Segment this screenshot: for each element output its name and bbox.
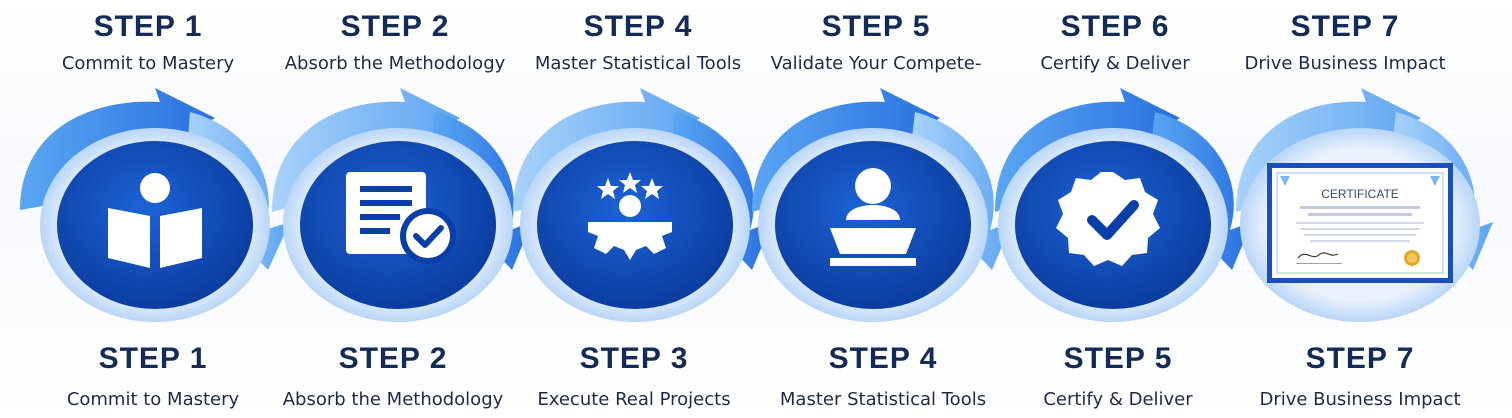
swoosh-arrow-icon xyxy=(513,88,700,212)
step-title: STEP 4 xyxy=(828,342,938,375)
step-node-6: CERTIFICATE xyxy=(1236,88,1493,322)
step-node-4 xyxy=(752,88,1012,322)
top-label-6: STEP 7 Drive Business Impact xyxy=(1220,10,1470,76)
step-node-1 xyxy=(20,88,290,322)
step-title: STEP 7 xyxy=(1290,10,1400,43)
top-label-4: STEP 5 Validate Your Compete- xyxy=(751,10,1001,76)
swoosh-arrow-icon xyxy=(20,88,215,210)
step-title: STEP 6 xyxy=(1060,10,1170,43)
step-subtitle: Validate Your Compete- xyxy=(770,53,982,74)
step-title: STEP 4 xyxy=(583,10,693,43)
step-subtitle: Certify & Deliver xyxy=(1040,53,1190,74)
swoosh-arrow-icon xyxy=(995,88,1180,212)
step-node-3 xyxy=(513,88,772,322)
step-title: STEP 2 xyxy=(340,10,450,43)
step-node-5 xyxy=(995,88,1252,322)
person-at-desk-icon xyxy=(830,168,916,266)
top-label-1: STEP 1 Commit to Mastery xyxy=(23,10,273,76)
top-label-3: STEP 4 Master Statistical Tools xyxy=(513,10,763,76)
step-subtitle: Execute Real Projects xyxy=(537,389,731,410)
step-subtitle: Certify & Deliver xyxy=(1043,389,1193,410)
swoosh-arrow-icon xyxy=(1236,88,1421,212)
step-title: STEP 5 xyxy=(821,10,931,43)
swoosh-arrow-icon xyxy=(752,88,940,212)
step-subtitle: Commit to Mastery xyxy=(61,53,235,74)
step-subtitle: Drive Business Impact xyxy=(1259,389,1461,410)
step-subtitle: Absorb the Methodology xyxy=(284,53,506,74)
step-title: STEP 7 xyxy=(1305,342,1415,375)
checklist-document-icon xyxy=(346,172,456,264)
bottom-label-6: STEP 7 Drive Business Impact xyxy=(1235,342,1485,412)
top-label-2: STEP 2 Absorb the Methodology xyxy=(270,10,520,76)
step-subtitle: Absorb the Methodology xyxy=(282,389,504,410)
step-subtitle: Commit to Mastery xyxy=(66,389,240,410)
step-title: STEP 2 xyxy=(338,342,448,375)
swoosh-arrow-icon xyxy=(272,88,460,212)
reader-book-icon xyxy=(108,173,202,268)
step-subtitle: Master Statistical Tools xyxy=(779,389,987,410)
certificate-heading: CERTIFICATE xyxy=(1321,187,1399,201)
bottom-label-3: STEP 3 Execute Real Projects xyxy=(509,342,759,412)
step-title: STEP 3 xyxy=(579,342,689,375)
bottom-label-2: STEP 2 Absorb the Methodology xyxy=(268,342,518,412)
top-label-5: STEP 6 Certify & Deliver xyxy=(990,10,1240,76)
bottom-label-5: STEP 5 Certify & Deliver xyxy=(993,342,1243,412)
step-subtitle: Master Statistical Tools xyxy=(534,53,742,74)
step-title: STEP 5 xyxy=(1063,342,1173,375)
certificate-icon: CERTIFICATE xyxy=(1267,163,1453,283)
step-title: STEP 1 xyxy=(98,342,208,375)
step-subtitle: Drive Business Impact xyxy=(1244,53,1446,74)
bottom-label-1: STEP 1 Commit to Mastery xyxy=(28,342,278,412)
step-node-2 xyxy=(272,88,532,322)
badge-checkmark-icon xyxy=(1056,172,1160,266)
gear-team-stars-icon xyxy=(588,172,672,260)
bottom-label-4: STEP 4 Master Statistical Tools xyxy=(758,342,1008,412)
step-title: STEP 1 xyxy=(93,10,203,43)
